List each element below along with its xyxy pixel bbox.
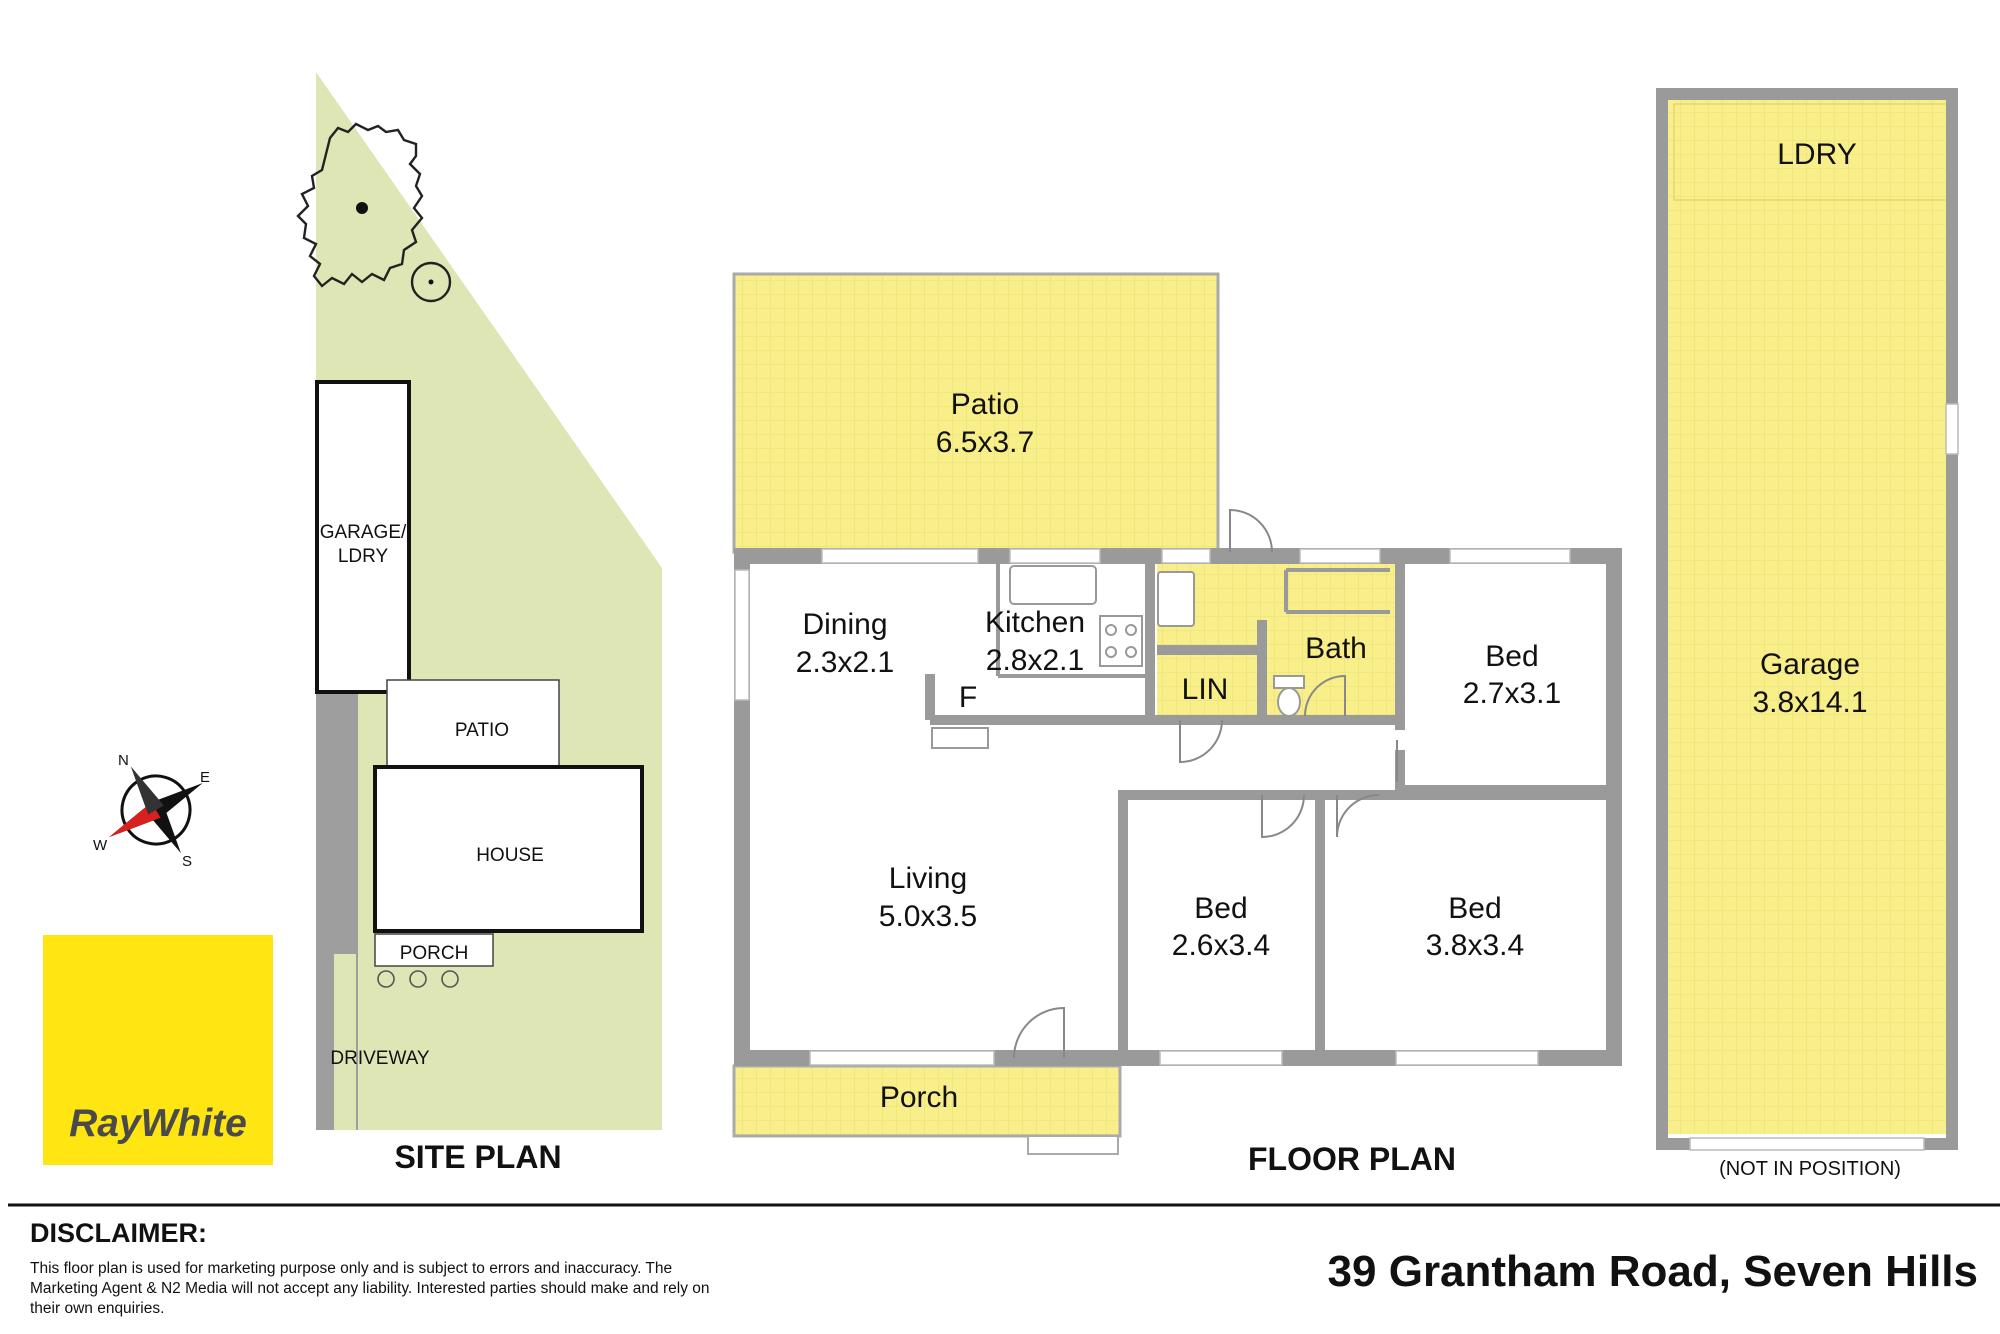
toilet-cistern xyxy=(1273,675,1305,689)
garage-floor xyxy=(1662,94,1952,1134)
site-porch-label: PORCH xyxy=(400,943,469,964)
compass-s: S xyxy=(182,853,192,870)
bed1-size: 2.7x3.1 xyxy=(1463,677,1561,710)
dining-size: 2.3x2.1 xyxy=(796,646,894,679)
bed1-name: Bed xyxy=(1485,640,1538,673)
linen-label: LIN xyxy=(1182,673,1229,706)
porch-label: Porch xyxy=(880,1081,958,1114)
compass-e: E xyxy=(200,769,210,786)
bath-label: Bath xyxy=(1305,632,1367,665)
driveway-lane xyxy=(334,954,356,1130)
ldry-label: LDRY xyxy=(1777,138,1856,171)
bed2-size: 2.6x3.4 xyxy=(1172,929,1270,962)
shrub-icons xyxy=(377,970,459,988)
patio-area xyxy=(732,272,1220,554)
site-plan-heading: SITE PLAN xyxy=(394,1139,561,1175)
living-name: Living xyxy=(889,862,967,895)
site-patio xyxy=(386,679,560,767)
garage-side-door-gap xyxy=(1945,403,1959,455)
floor-plan-heading: FLOOR PLAN xyxy=(1248,1141,1456,1177)
not-in-position-note: (NOT IN POSITION) xyxy=(1719,1158,1901,1180)
site-garage-label-2: LDRY xyxy=(338,546,389,567)
patio-size: 6.5x3.7 xyxy=(936,426,1034,459)
bed3-name: Bed xyxy=(1448,892,1501,925)
interior-walls xyxy=(925,556,1614,1058)
tree-icon xyxy=(296,122,452,303)
disclaimer-text: This floor plan is used for marketing pu… xyxy=(30,1260,710,1317)
stove xyxy=(1099,615,1143,667)
kitchen-sink xyxy=(1009,565,1097,605)
patio-name: Patio xyxy=(951,388,1019,421)
site-patio-label: PATIO xyxy=(455,720,509,741)
garage-door-gap xyxy=(1689,1137,1925,1151)
windows xyxy=(734,548,1571,1066)
porch-area xyxy=(732,1064,1122,1138)
site-plan: GARAGE/ LDRY PATIO HOUSE PORCH DRIVEWAY … xyxy=(296,72,662,1175)
bath-floor xyxy=(1157,562,1397,716)
shrub-dot xyxy=(428,279,434,285)
compass-w: W xyxy=(93,837,108,854)
disclaimer-title: DISCLAIMER: xyxy=(30,1218,207,1248)
site-garage-label-1: GARAGE/ xyxy=(320,522,407,543)
washer xyxy=(1157,571,1195,627)
porch-step xyxy=(1027,1135,1119,1155)
garage-name: Garage xyxy=(1760,648,1860,681)
living-size: 5.0x3.5 xyxy=(879,900,977,933)
bed2-name: Bed xyxy=(1194,892,1247,925)
bed3-size: 3.8x3.4 xyxy=(1426,929,1524,962)
site-house-label: HOUSE xyxy=(476,845,544,866)
compass-icon xyxy=(109,766,203,854)
entry-mat xyxy=(931,727,989,749)
kitchen-size: 2.8x2.1 xyxy=(986,644,1084,677)
dining-name: Dining xyxy=(802,608,887,641)
site-driveway-label: DRIVEWAY xyxy=(330,1048,430,1069)
raywhite-logo: RayWhite xyxy=(43,935,273,1165)
compass-n: N xyxy=(118,752,129,769)
floor-plan: Patio 6.5x3.7 Dining 2.3x2.1 Kitchen 2.8… xyxy=(732,88,1959,1180)
raywhite-logo-text: RayWhite xyxy=(69,1102,247,1145)
kitchen-name: Kitchen xyxy=(985,606,1085,639)
garage-size: 3.8x14.1 xyxy=(1752,686,1867,719)
site-house xyxy=(373,765,644,933)
site-porch xyxy=(374,933,494,967)
fridge-label: F xyxy=(959,681,977,714)
site-garage xyxy=(315,380,411,694)
doors xyxy=(1013,407,1955,1059)
toilet-bowl xyxy=(1277,687,1301,717)
property-address: 39 Grantham Road, Seven Hills xyxy=(1327,1247,1978,1296)
interior-walls-thin xyxy=(996,560,1390,678)
tree-trunk-dot xyxy=(356,202,368,214)
